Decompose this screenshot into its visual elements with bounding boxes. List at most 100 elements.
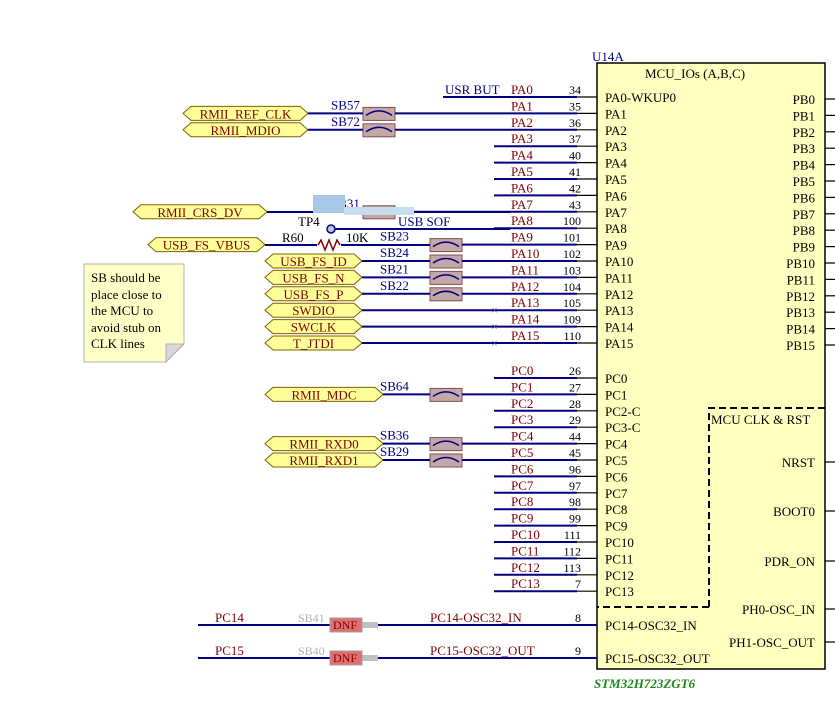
net-label-pa10: PA10: [511, 246, 539, 261]
pin-number-pc3-c: 29: [569, 413, 581, 427]
port-label: USB_FS_ID: [280, 254, 346, 269]
pin-number-pc5: 45: [569, 446, 581, 460]
pin-number-pa4: 40: [569, 149, 581, 163]
solder-bridge-sb29[interactable]: SB29: [380, 444, 494, 468]
pin-label-pc2-c: PC2-C: [605, 404, 640, 419]
pin-number-pc6: 96: [569, 462, 581, 476]
net-label-pa1: PA1: [511, 98, 533, 113]
pin-number-pc0: 26: [569, 364, 581, 378]
sb31-highlight: [313, 195, 345, 213]
pin-label-pb9: PB9: [793, 240, 815, 255]
pin-number-pc8: 98: [569, 495, 581, 509]
pin-label-pb7: PB7: [793, 207, 816, 222]
pin-label-pb8: PB8: [793, 223, 815, 238]
solder-bridge-label: SB24: [380, 245, 409, 260]
svg-text:DNF: DNF: [333, 651, 357, 665]
tp4-label: TP4: [298, 214, 320, 229]
pc15-net-label: PC15: [215, 643, 244, 658]
tp4-testpoint[interactable]: [326, 224, 336, 234]
mcu-body[interactable]: [596, 62, 826, 670]
solder-bridge-label: SB64: [380, 378, 409, 393]
net-label-pc11: PC11: [511, 543, 539, 558]
solder-bridge-sb24[interactable]: SB24: [380, 245, 494, 269]
port-rmii-rxd1[interactable]: RMII_RXD1: [264, 452, 430, 468]
port-rmii-rxd0[interactable]: RMII_RXD0: [264, 436, 430, 452]
part-value: STM32H723ZGT6: [594, 676, 696, 691]
left-pins-group: PA0-WKUP034PA0PA135PA1PA236PA2PA337PA3PA…: [430, 82, 710, 666]
port-t-jtdi[interactable]: T_JTDI: [264, 335, 494, 351]
pin-number-pc10: 111: [564, 528, 581, 542]
solder-bridge-label: SB57: [331, 97, 360, 112]
net-label-pc15-osc32-out: PC15-OSC32_OUT: [430, 643, 535, 658]
pin-number-pc7: 97: [569, 479, 581, 493]
net-label-pa9: PA9: [511, 230, 533, 245]
net-label-pc1: PC1: [511, 379, 533, 394]
solder-bridge-sb36[interactable]: SB36: [380, 428, 494, 452]
port-rmii-ref-clk[interactable]: RMII_REF_CLK: [182, 105, 363, 121]
net-label-pc6: PC6: [511, 461, 534, 476]
solder-bridge-sb72[interactable]: SB72: [331, 114, 494, 138]
net-label-pa6: PA6: [511, 180, 533, 195]
pin-number-pa15: 110: [563, 329, 581, 343]
pin-label-pb0: PB0: [793, 92, 815, 107]
port-rmii-mdc[interactable]: RMII_MDC: [264, 386, 430, 402]
pin-label-pa7: PA7: [605, 205, 627, 220]
solder-bridge-label: SB21: [380, 261, 409, 276]
usr-but-label: USR BUT: [445, 82, 500, 97]
port-label: USB_FS_P: [284, 287, 344, 302]
solder-bridge-arc: [432, 241, 460, 248]
pin-number-pa7: 43: [569, 198, 581, 212]
port-usb-fs-vbus[interactable]: USB_FS_VBUS: [147, 237, 266, 253]
note-line-4: avoid stub on: [91, 320, 162, 335]
pin-label-ph1-osc-out: PH1-OSC_OUT: [729, 635, 815, 650]
part-designator: U14A: [592, 49, 624, 64]
port-label: RMII_RXD1: [289, 453, 358, 468]
dnf-bridge-sb40[interactable]: SB40 DNF: [298, 644, 378, 666]
pin-label-pa4: PA4: [605, 156, 627, 171]
port-swdio[interactable]: SWDIO: [264, 302, 494, 318]
pin-label-pc7: PC7: [605, 486, 628, 501]
pin-label-pa6: PA6: [605, 188, 627, 203]
port-usb-fs-id[interactable]: USB_FS_ID: [264, 253, 430, 269]
port-label: SWDIO: [292, 303, 335, 318]
port-label: T_JTDI: [293, 336, 334, 351]
net-label-pa0: PA0: [511, 82, 533, 97]
pin-number-pc11: 112: [563, 544, 581, 558]
pin-label-pb2: PB2: [793, 125, 815, 140]
net-label-pa13: PA13: [511, 295, 539, 310]
solder-bridge-arc: [365, 126, 393, 133]
solder-bridge-label: SB72: [331, 114, 360, 129]
port-usb-fs-n[interactable]: USB_FS_N: [264, 269, 430, 285]
port-swclk[interactable]: SWCLK: [264, 319, 494, 335]
design-note: SB should be place close to the MCU to a…: [83, 263, 186, 364]
pin-number-pc4: 44: [569, 430, 581, 444]
solder-bridge-label: SB22: [380, 278, 409, 293]
port-usb-fs-p[interactable]: USB_FS_P: [264, 286, 430, 302]
pin-label-pc1: PC1: [605, 387, 627, 402]
solder-bridge-sb64[interactable]: SB64: [380, 378, 494, 402]
net-label-pa11: PA11: [511, 262, 539, 277]
usb-sof-label: USB SOF: [398, 214, 450, 229]
pin-label-pa15: PA15: [605, 336, 633, 351]
solder-bridge-arc: [432, 391, 460, 398]
port-rmii-mdio[interactable]: RMII_MDIO: [182, 122, 363, 138]
pin-label-pa8: PA8: [605, 221, 627, 236]
pin-label-pa13: PA13: [605, 303, 633, 318]
solder-bridge-sb21[interactable]: SB21: [380, 261, 494, 285]
net-label-pa14: PA14: [511, 312, 540, 327]
r60-resistor[interactable]: [317, 237, 341, 253]
pin-label-pb5: PB5: [793, 174, 815, 189]
port-label: SWCLK: [291, 320, 337, 335]
pin-label-pa10: PA10: [605, 254, 633, 269]
net-label-pa8: PA8: [511, 213, 533, 228]
pin-label-pc6: PC6: [605, 469, 628, 484]
svg-text:SB41: SB41: [298, 611, 325, 625]
port-rmii-crs-dv[interactable]: RMII_CRS_DV: [132, 204, 268, 220]
solder-bridge-sb23[interactable]: SB23: [380, 229, 494, 253]
no-connect-pa14: ×: [491, 320, 498, 334]
dnf-bridge-sb41[interactable]: SB41 DNF: [298, 611, 378, 633]
solder-bridge-arc: [432, 274, 460, 281]
pc14-net-label: PC14: [215, 610, 244, 625]
